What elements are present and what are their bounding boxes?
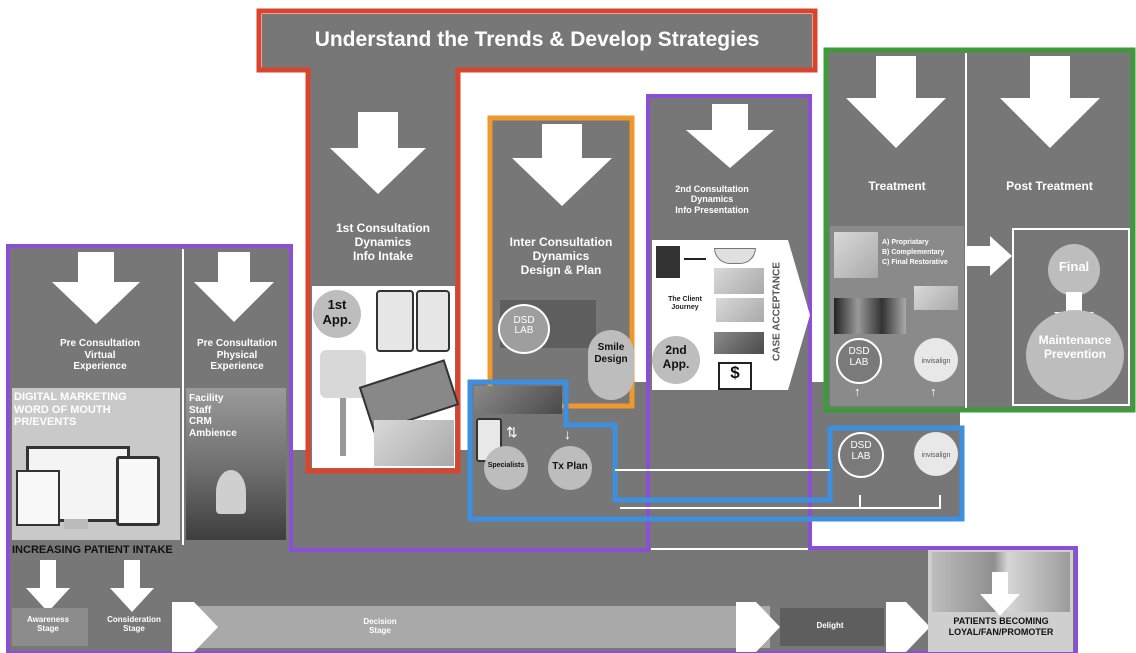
digital-marketing-label: DIGITAL MARKETING WORD OF MOUTH PR/EVENT… [14,391,127,429]
specialist-screens [474,386,562,414]
specialists-label: Specialists [487,462,525,469]
journey-screen [716,298,764,322]
dsd-lab-logo-green [836,338,882,384]
arrow-down-icon [980,572,1020,616]
arrow-down-icon [1000,56,1100,148]
dollar-label: $ [730,363,740,382]
maintenance-circle [1026,310,1124,400]
treatment-label: Treatment [868,179,926,193]
awareness-stage-label: Awareness Stage [26,615,70,633]
red-frame [256,8,818,474]
decision-stage-label: Decision Stage [363,617,397,635]
smile-design-badge [588,330,634,400]
facility-list: Facility Staff CRM Ambience [189,393,237,439]
post-treatment-frame [1012,228,1130,406]
arrow-down-icon [52,252,140,324]
up-arrow-icon: ↑ [930,384,937,399]
chair-shape [216,470,246,514]
post-treatment-label: Post Treatment [1006,179,1093,193]
tx-plan-circle [548,446,592,490]
client-journey-label: The Client Journey [668,296,702,312]
first-app-badge [313,290,361,338]
second-app-label: 2nd App. [662,343,690,371]
blue-frame [467,379,965,522]
aligner-photo [914,286,958,310]
inter-consult-label: Inter Consultation Dynamics Design & Pla… [509,235,613,277]
dsd-lab-text-green: DSD LAB [848,346,870,368]
first-app-label: 1st App. [322,297,352,327]
awareness-bar [12,608,88,646]
loyal-label: PATIENTS BECOMING LOYAL/FAN/PROMOTER [948,616,1054,638]
treatment-list: A) Propriatary B) Complementary C) Final… [882,239,948,266]
invisalign-text-green: invisalign [921,358,951,365]
down-arrow-icon: ↓ [564,426,571,442]
scanner-device [320,350,366,398]
arrow-down-icon [194,252,274,322]
phone-mockup [376,290,414,352]
second-app-badge [652,336,700,384]
case-acceptance-arrow [766,240,810,390]
presentation-screen [714,332,764,354]
up-arrow-icon: ↑ [854,384,861,399]
scanner-stand [340,398,346,456]
arrow-down-icon [846,56,946,148]
final-circle [1048,244,1100,296]
title-panel [262,14,812,69]
face-photos [714,268,764,294]
arrow-down-icon [686,104,774,168]
increasing-intake-label: INCREASING PATIENT INTAKE [12,544,173,556]
delight-stage-label: Delight [816,621,844,630]
dsd-lab-logo-blue [838,432,884,478]
tx-plan-label: Tx Plan [552,461,588,472]
smiling-faces-photo [374,420,454,466]
smile-design-label: Smile Design [594,342,628,365]
consideration-stage-label: Consideration Stage [107,615,161,633]
dsd-lab-text-blue: DSD LAB [850,440,872,462]
first-consult-label: 1st Consultation Dynamics Info Intake [335,221,430,263]
arrow-right-icon [736,602,780,652]
up-down-arrows-icon: ⇅ [506,424,518,440]
page-title: Understand the Trends & Develop Strategi… [314,28,760,51]
specialists-circle [484,446,528,490]
arrow-right-icon [684,258,706,260]
desktop-stand [64,519,88,529]
dsd-logo-circle [498,304,550,354]
dsd-logo-text: DSD LAB [513,315,535,336]
second-consult-label: 2nd Consultation Dynamics Info Presentat… [675,184,749,215]
delight-bar [780,608,884,646]
tablet-mockup [116,456,160,526]
phone-mockup [416,290,450,352]
printer-device [656,246,680,278]
maintenance-label: Maintenance Prevention [1038,333,1112,361]
arrow-down-icon [26,560,70,612]
final-label: Final [1058,259,1090,274]
clinic-room-photo [186,388,286,540]
case-acceptance-label: CASE ACCEPTANCE [771,262,783,361]
xray-image [834,232,878,278]
arrow-down-icon [512,124,612,206]
arrow-down-icon [330,112,426,194]
pre-physical-label: Pre Consultation Physical Experience [196,338,277,372]
dollar-box [718,362,752,390]
pre-virtual-label: Pre Consultation Virtual Experience [59,338,140,372]
arrow-down-icon [110,560,154,612]
invisalign-logo-green [914,338,958,382]
purple-frame-left [6,94,1078,653]
invisalign-logo-blue [914,432,958,476]
invisalign-text-blue: invisalign [921,452,951,459]
green-frame [823,47,1136,413]
arrow-right-icon [886,602,930,652]
arrow-right-icon [966,236,1012,276]
teeth-photos [834,298,906,334]
arrow-right-icon [172,602,218,652]
decision-bar [188,606,770,648]
laptop-mockup [16,470,60,526]
